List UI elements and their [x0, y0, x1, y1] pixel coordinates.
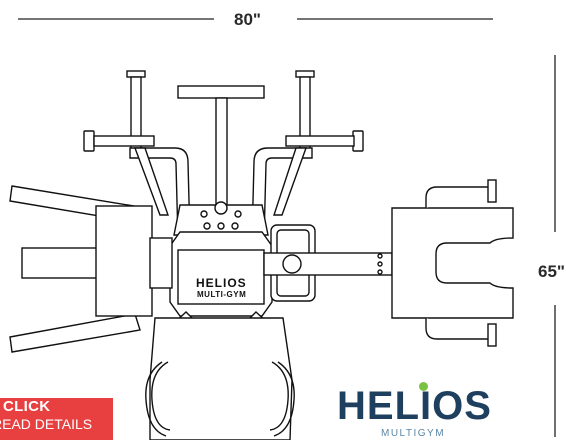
- lower-station-frame: [149, 317, 293, 440]
- width-dimension-label: 80": [234, 10, 261, 29]
- nameplate-model: MULTI-GYM: [197, 290, 247, 299]
- right-press-arm-inner: [273, 147, 307, 216]
- click-read-details-button[interactable]: CLICK READ DETAILS: [0, 398, 113, 440]
- cta-line1: CLICK: [3, 398, 51, 415]
- cta-line2: READ DETAILS: [0, 416, 93, 432]
- left-handle-bar: [83, 130, 155, 152]
- left-lower-handle: [151, 361, 171, 431]
- left-press-arm-inner: [133, 147, 169, 216]
- helios-logo: HELIOS MULTIGYM: [337, 382, 497, 440]
- logo-subtitle: MULTIGYM: [381, 428, 446, 439]
- bench-seat-pad: [391, 207, 514, 319]
- nameplate-brand: HELIOS: [196, 276, 247, 290]
- lower-foot-roller-frame: [425, 318, 488, 340]
- right-lower-handle: [269, 361, 289, 431]
- height-dimension-label: 65": [538, 262, 565, 281]
- center-t-handle: [177, 85, 265, 209]
- left-seat-frame: [95, 205, 153, 317]
- left-lower-arm-pad: [9, 313, 141, 353]
- logo-brand-text: HELIOS: [337, 384, 492, 428]
- machine-nameplate: [177, 249, 265, 305]
- logo-green-dot: [419, 382, 428, 391]
- upper-pulley-plate: [173, 204, 269, 236]
- right-handle-bar: [285, 130, 364, 152]
- upper-foot-roller-frame: [425, 186, 488, 208]
